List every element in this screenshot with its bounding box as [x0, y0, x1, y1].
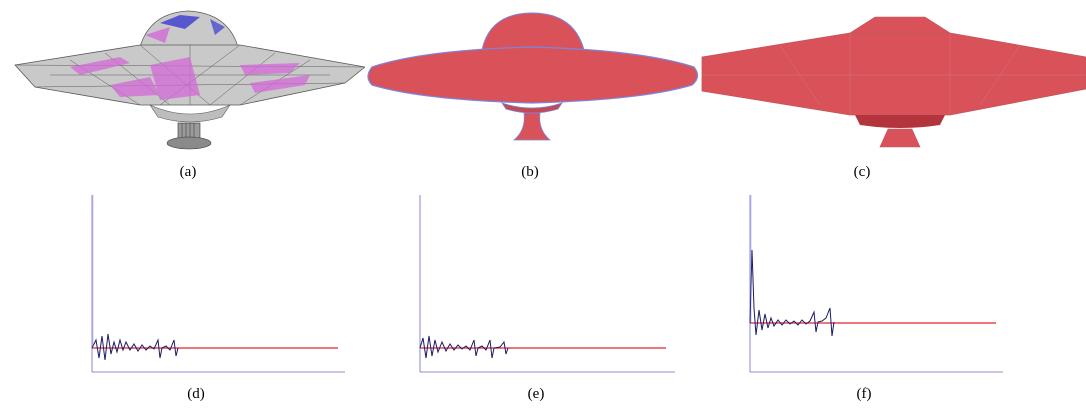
caption-f: (f) [856, 386, 872, 402]
faceted-saucer-figure [701, 16, 1086, 148]
panel-b-smooth-model [362, 5, 702, 155]
panel-d-plot [80, 190, 350, 380]
caption-a: (a) [179, 164, 197, 180]
signal-trace [91, 333, 179, 361]
caption-b: (b) [521, 164, 539, 180]
panel-e-plot [410, 190, 680, 380]
chart-f [749, 195, 1003, 373]
smooth-saucer-figure [367, 12, 699, 141]
caption-e: (e) [527, 386, 545, 402]
signal-trace [419, 335, 509, 359]
wireframe-saucer-figure [14, 10, 365, 150]
caption-d: (d) [187, 386, 205, 402]
panel-c-faceted-model [700, 5, 1086, 155]
panel-a-wireframe-model [10, 5, 365, 155]
chart-d [91, 195, 345, 373]
caption-c: (c) [853, 164, 871, 180]
chart-e [419, 195, 675, 373]
signal-trace [749, 249, 835, 337]
panel-f-plot [738, 190, 1008, 380]
